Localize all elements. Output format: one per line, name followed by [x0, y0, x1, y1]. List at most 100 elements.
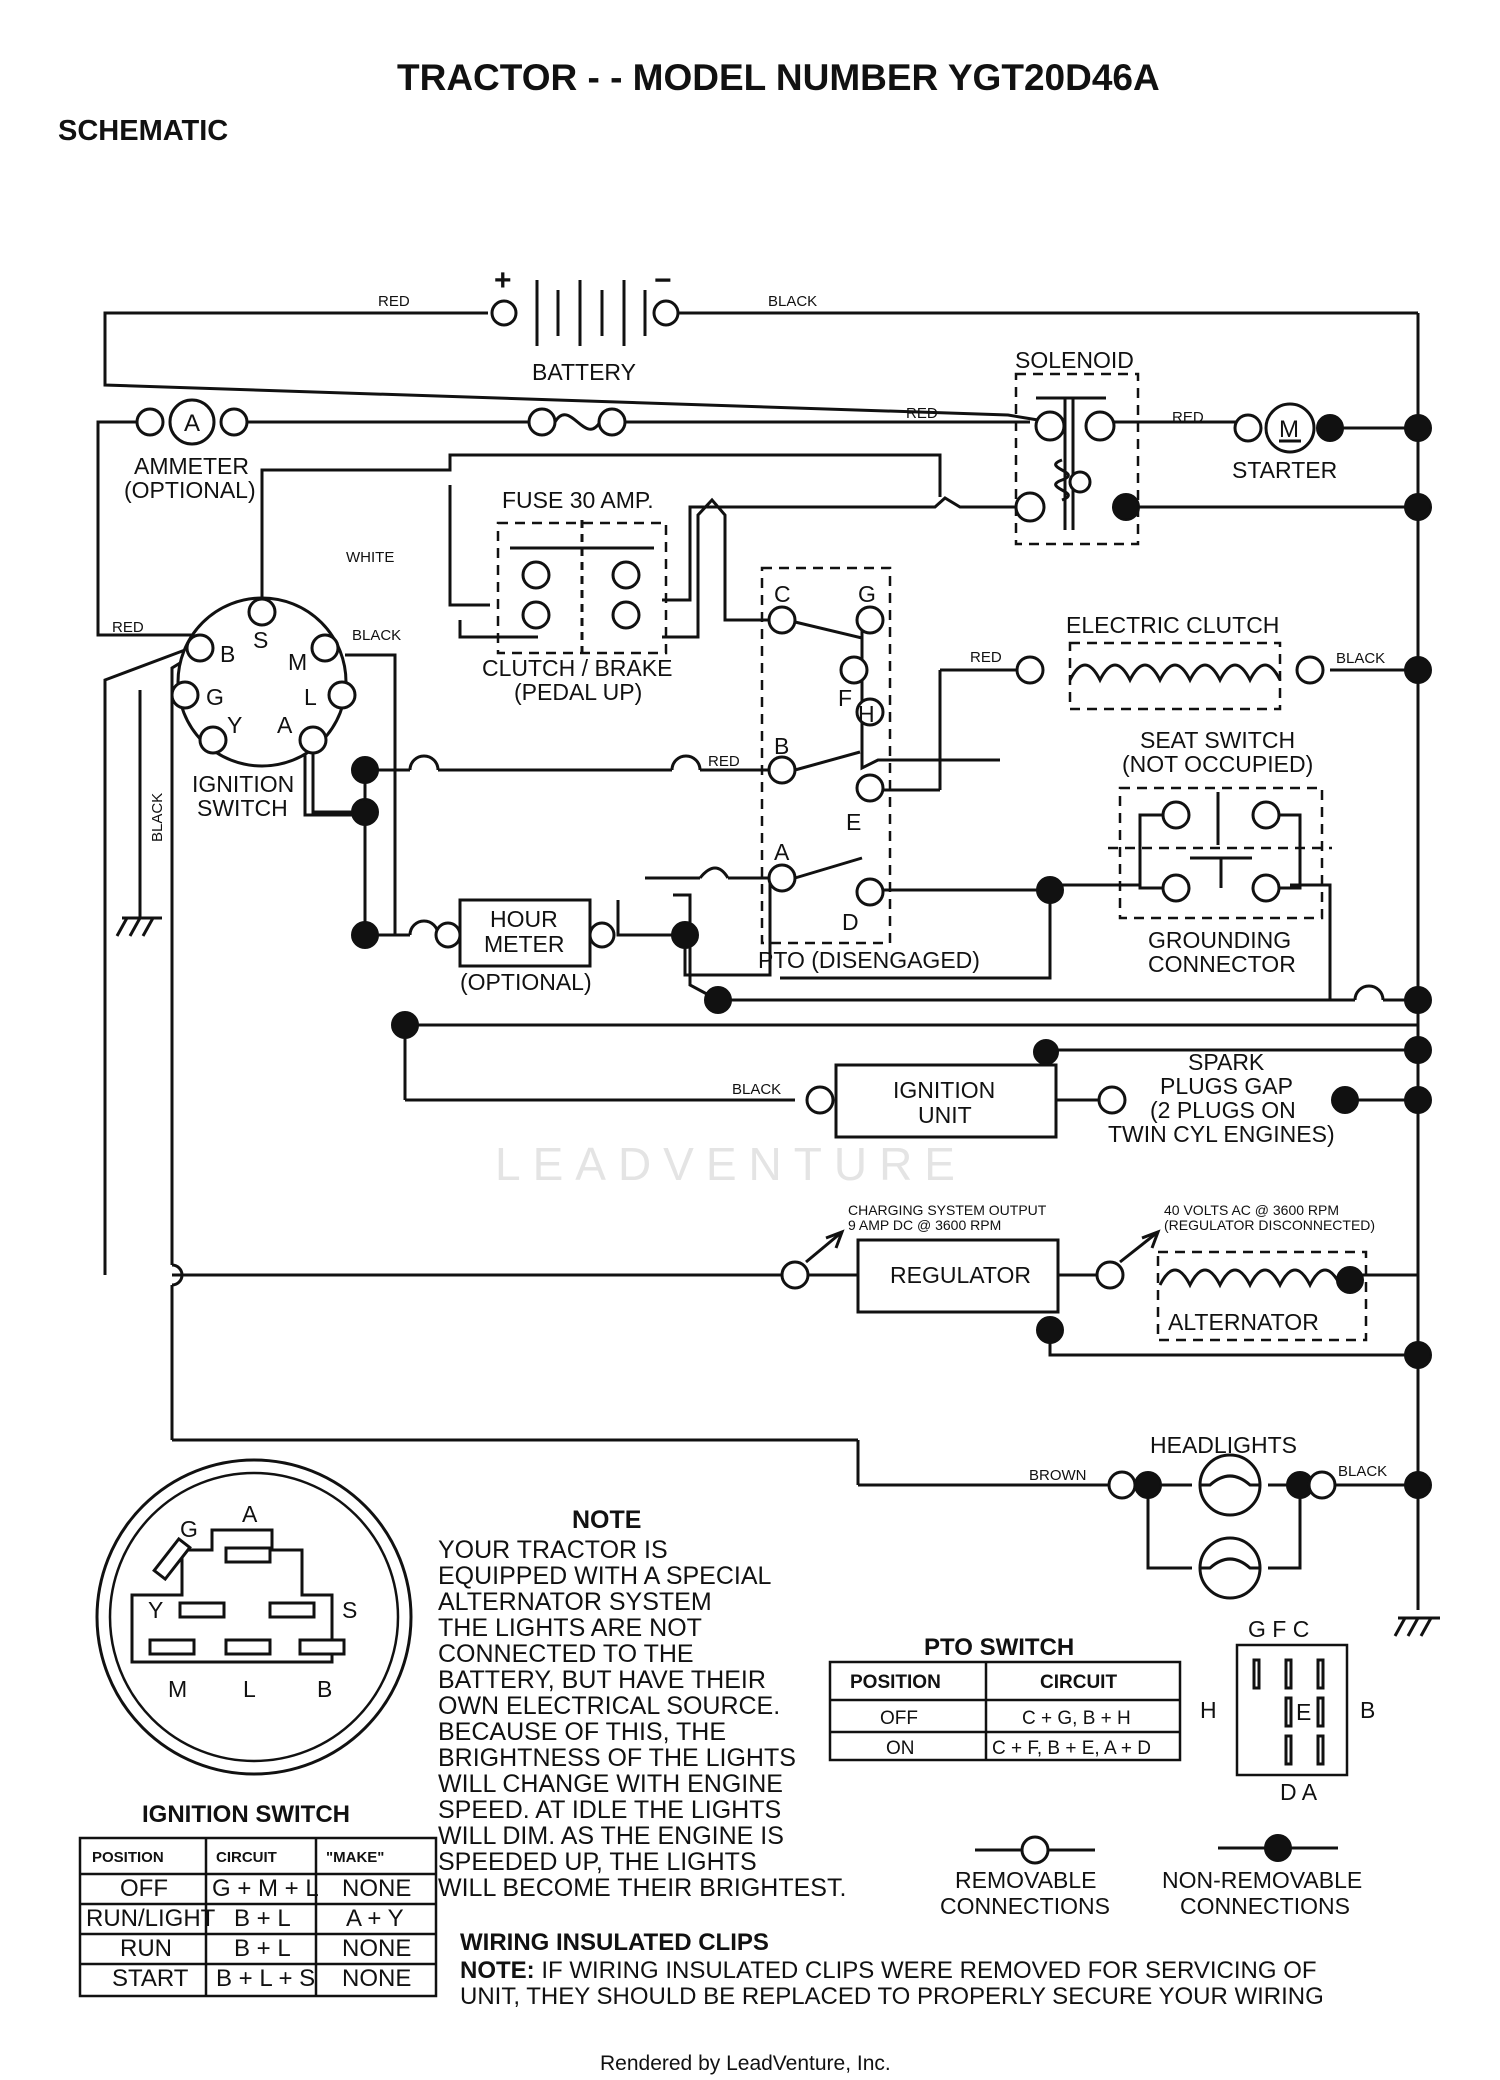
note-line-11: SPEED. AT IDLE THE LIGHTS [438, 1796, 781, 1824]
spark-label-2: PLUGS GAP [1160, 1073, 1293, 1099]
pto-switch-table: PTO SWITCH POSITION CIRCUIT OFF C + G, B… [828, 1634, 1182, 1762]
pto-table-header-circuit: CIRCUIT [1040, 1672, 1117, 1693]
wire-label-brown: BROWN [1029, 1467, 1087, 1484]
ign-table-r1-c2: A + Y [346, 1905, 404, 1932]
watermark: LEADVENTURE [495, 1138, 967, 1190]
ign-connector-pin-G: G [180, 1516, 198, 1542]
pto-connector-top: G F C [1248, 1616, 1309, 1642]
wire-label-black-headlights: BLACK [1338, 1463, 1387, 1480]
ignition-switch-label-2: SWITCH [197, 795, 288, 821]
pto-connector-bottom: D A [1280, 1779, 1318, 1805]
note-heading: NOTE [572, 1506, 641, 1534]
pto-connector-left: H [1200, 1697, 1217, 1723]
pto-pin-G: G [858, 581, 876, 607]
wiring [96, 311, 1440, 1637]
ignition-unit: IGNITION UNIT [805, 1039, 1359, 1139]
ammeter: A AMMETER (OPTIONAL) [124, 398, 256, 503]
ign-connector-pin-A: A [242, 1501, 258, 1527]
nonremovable-nodes [351, 414, 1432, 1499]
ign-table-r2-c0: RUN [120, 1935, 172, 1962]
ign-pin-A: A [277, 712, 293, 738]
ign-table-header-position: POSITION [92, 1849, 164, 1866]
battery-terminal-negative [652, 299, 680, 327]
ign-table-r3-c2: NONE [342, 1965, 411, 1992]
wire-label-red-clutch: RED [970, 649, 1002, 666]
legend-nonremovable-2: CONNECTIONS [1180, 1893, 1350, 1919]
spark-plugs: SPARK PLUGS GAP (2 PLUGS ON TWIN CYL ENG… [1108, 1049, 1335, 1147]
ign-connector-pin-S: S [342, 1597, 357, 1623]
clips-note-label: NOTE: [460, 1957, 535, 1984]
charging-spec: CHARGING SYSTEM OUTPUT [848, 1202, 1047, 1218]
note-line-8: BECAUSE OF THIS, THE [438, 1718, 726, 1746]
clips-note: WIRING INSULATED CLIPS NOTE: IF WIRING I… [460, 1929, 1324, 2010]
battery-plus-label: + [494, 264, 512, 297]
pto-table-r1-c1: C + F, B + E, A + D [992, 1738, 1151, 1759]
note-line-6: BATTERY, BUT HAVE THEIR [438, 1666, 766, 1694]
ign-pin-L: L [304, 684, 317, 710]
hour-meter-label-2: METER [484, 931, 565, 957]
legend-removable-symbol [1020, 1835, 1050, 1865]
ammeter-label: AMMETER [134, 453, 249, 479]
clutch-brake-label: CLUTCH / BRAKE [482, 655, 672, 681]
pto-switch: C G F H B E A D PTO (DISENGAGED) [758, 566, 980, 973]
spark-label-3: (2 PLUGS ON [1150, 1097, 1296, 1123]
solenoid-label: SOLENOID [1015, 347, 1134, 373]
wire-label-red-starter: RED [1172, 409, 1204, 426]
ign-table-r0-c1: G + M + L [212, 1875, 319, 1902]
note-line-9: BRIGHTNESS OF THE LIGHTS [438, 1744, 796, 1772]
hour-meter-optional-label: (OPTIONAL) [460, 969, 592, 995]
clips-line-2: UNIT, THEY SHOULD BE REPLACED TO PROPERL… [460, 1983, 1324, 2010]
headlights: HEADLIGHTS [1107, 1432, 1337, 1600]
ignition-unit-label-2: UNIT [918, 1102, 972, 1128]
seat-switch: SEAT SWITCH (NOT OCCUPIED) GROUNDING CON… [1108, 727, 1332, 977]
alternator-label: ALTERNATOR [1168, 1309, 1319, 1335]
wire-label-black-ign: BLACK [352, 627, 401, 644]
lights-note: NOTE YOUR TRACTOR IS EQUIPPED WITH A SPE… [438, 1506, 846, 1902]
starter-label: STARTER [1232, 457, 1337, 483]
pto-pin-D: D [842, 909, 859, 935]
ign-connector-pin-B: B [317, 1676, 332, 1702]
pto-pin-F: F [838, 685, 852, 711]
footer-credit: Rendered by LeadVenture, Inc. [600, 2052, 891, 2075]
ammeter-optional-label: (OPTIONAL) [124, 477, 256, 503]
pto-pin-E: E [846, 809, 861, 835]
legend-removable: REMOVABLE [955, 1867, 1096, 1893]
clips-line-1: IF WIRING INSULATED CLIPS WERE REMOVED F… [535, 1957, 1317, 1984]
ignition-table-title: IGNITION SWITCH [142, 1801, 350, 1828]
alternator: ALTERNATOR [1156, 1250, 1368, 1342]
pto-label: PTO (DISENGAGED) [758, 947, 980, 973]
charging-spec-2: 9 AMP DC @ 3600 RPM [848, 1217, 1001, 1233]
note-line-3: ALTERNATOR SYSTEM [438, 1588, 712, 1616]
inline-fuse [527, 407, 627, 437]
regulator-label: REGULATOR [890, 1262, 1031, 1288]
pto-connector-diagram: G F C E H B D A [1200, 1616, 1375, 1805]
spark-label-4: TWIN CYL ENGINES) [1108, 1121, 1335, 1147]
ammeter-symbol: A [184, 410, 200, 437]
note-line-12: WILL DIM. AS THE ENGINE IS [438, 1822, 784, 1850]
electric-clutch: ELECTRIC CLUTCH [1015, 612, 1432, 711]
ign-pin-S: S [253, 627, 268, 653]
pto-table-r0-c0: OFF [880, 1708, 918, 1729]
pto-table-r0-c1: C + G, B + H [1022, 1708, 1131, 1729]
wire-label-red-pto: RED [708, 753, 740, 770]
wire-label-black-vertical: BLACK [149, 793, 166, 842]
wire-label-red-battery: RED [378, 293, 410, 310]
fuse-clutch-brake: FUSE 30 AMP. CLUTCH / BRAKE (PEDAL UP) [482, 487, 672, 705]
ign-table-r0-c0: OFF [120, 1875, 168, 1902]
ign-table-r1-c0: RUN/LIGHT [86, 1905, 216, 1932]
wire-label-black-ignition-unit: BLACK [732, 1081, 781, 1098]
wire-color-labels: RED BLACK RED RED WHITE RED BLACK RED BL… [112, 293, 1387, 1484]
ign-connector-pin-Y: Y [148, 1597, 163, 1623]
pto-connector-right: B [1360, 1697, 1375, 1723]
ignition-connector-diagram: G A Y S M L B [95, 1458, 413, 1776]
ign-table-r2-c1: B + L [234, 1935, 291, 1962]
ign-table-r3-c0: START [112, 1965, 189, 1992]
ignition-unit-label: IGNITION [893, 1077, 995, 1103]
ignition-switch-table: IGNITION SWITCH POSITION CIRCUIT "MAKE" … [78, 1801, 438, 1998]
ignition-switch-label: IGNITION [192, 771, 294, 797]
ignition-switch: B S M G L Y A IGNITION SWITCH [170, 596, 365, 821]
ign-table-r2-c2: NONE [342, 1935, 411, 1962]
battery-terminal-positive [490, 299, 518, 327]
page-subtitle: SCHEMATIC [58, 115, 228, 147]
ign-pin-M: M [288, 649, 307, 675]
